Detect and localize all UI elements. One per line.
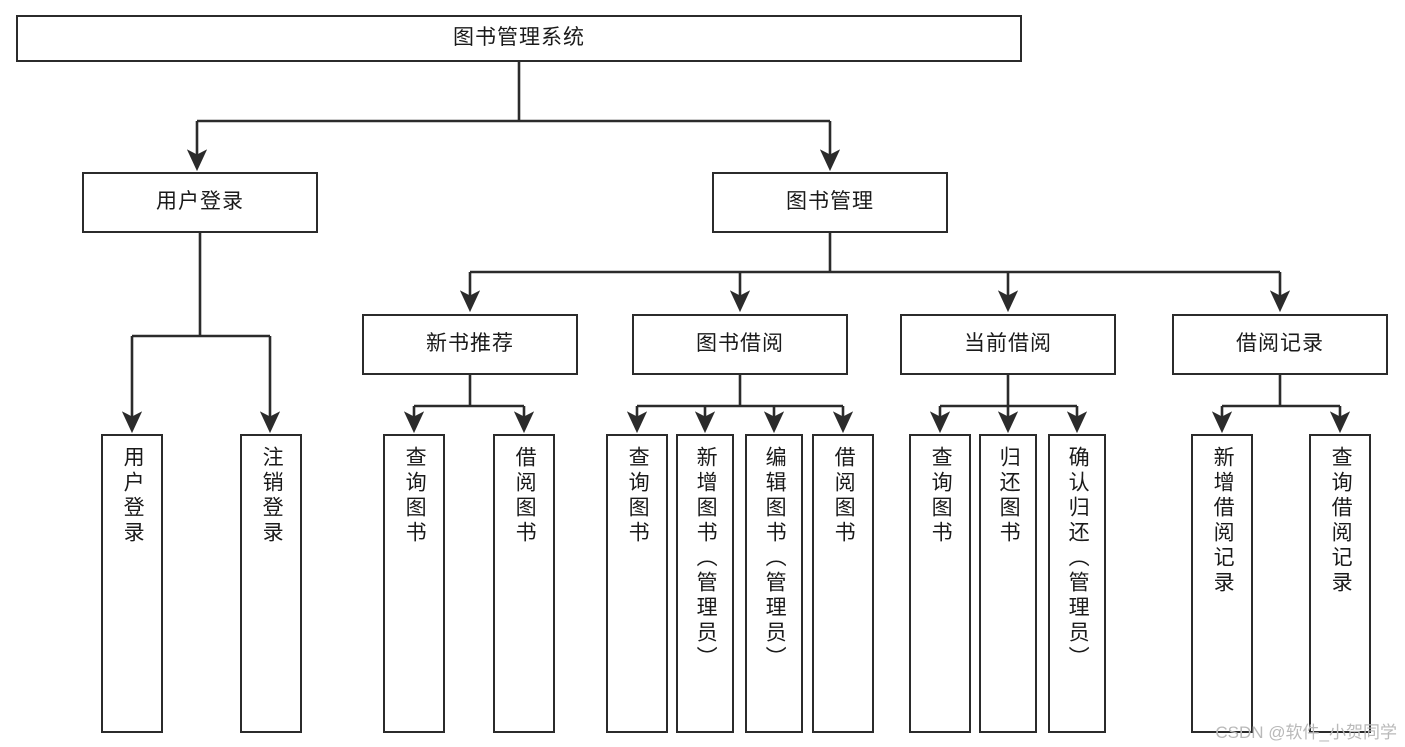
node-leaf-add-book-label: 新增图书（管理员） (694, 446, 718, 671)
node-current-borrow-label: 当前借阅 (964, 332, 1052, 356)
node-leaf-query-record[interactable]: 查询借阅记录 (1309, 434, 1371, 733)
node-current-borrow[interactable]: 当前借阅 (900, 314, 1116, 375)
node-book-borrow[interactable]: 图书借阅 (632, 314, 848, 375)
node-leaf-logout-login[interactable]: 注销登录 (240, 434, 302, 733)
node-user-login[interactable]: 用户登录 (82, 172, 318, 233)
node-leaf-logout-login-label: 注销登录 (260, 446, 284, 546)
node-root-label: 图书管理系统 (453, 26, 585, 50)
node-leaf-add-record-label: 新增借阅记录 (1211, 446, 1235, 596)
node-leaf-edit-book-label: 编辑图书（管理员） (763, 446, 787, 671)
csdn-watermark: CSDN @软件_小贺同学 (1215, 723, 1397, 742)
node-leaf-query-book-1-label: 查询图书 (403, 446, 427, 546)
node-root[interactable]: 图书管理系统 (16, 15, 1022, 62)
node-book-manage-label: 图书管理 (786, 190, 874, 214)
node-leaf-query-record-label: 查询借阅记录 (1329, 446, 1353, 596)
node-new-book-recommend[interactable]: 新书推荐 (362, 314, 578, 375)
node-leaf-borrow-book-2-label: 借阅图书 (832, 446, 856, 546)
node-book-borrow-label: 图书借阅 (696, 332, 784, 356)
node-borrow-record[interactable]: 借阅记录 (1172, 314, 1388, 375)
node-leaf-query-book-2[interactable]: 查询图书 (606, 434, 668, 733)
node-leaf-user-login[interactable]: 用户登录 (101, 434, 163, 733)
node-leaf-edit-book[interactable]: 编辑图书（管理员） (745, 434, 803, 733)
node-leaf-borrow-book-1[interactable]: 借阅图书 (493, 434, 555, 733)
node-new-book-recommend-label: 新书推荐 (426, 332, 514, 356)
node-user-login-label: 用户登录 (156, 190, 244, 214)
node-leaf-query-book-3-label: 查询图书 (929, 446, 953, 546)
node-leaf-borrow-book-2[interactable]: 借阅图书 (812, 434, 874, 733)
node-leaf-confirm-return[interactable]: 确认归还（管理员） (1048, 434, 1106, 733)
node-leaf-return-book[interactable]: 归还图书 (979, 434, 1037, 733)
node-leaf-add-book[interactable]: 新增图书（管理员） (676, 434, 734, 733)
node-leaf-query-book-3[interactable]: 查询图书 (909, 434, 971, 733)
node-leaf-add-record[interactable]: 新增借阅记录 (1191, 434, 1253, 733)
node-leaf-confirm-return-label: 确认归还（管理员） (1066, 446, 1090, 671)
node-leaf-return-book-label: 归还图书 (997, 446, 1021, 546)
node-leaf-query-book-1[interactable]: 查询图书 (383, 434, 445, 733)
node-borrow-record-label: 借阅记录 (1236, 332, 1324, 356)
node-leaf-query-book-2-label: 查询图书 (626, 446, 650, 546)
node-leaf-user-login-label: 用户登录 (121, 446, 145, 546)
node-book-manage[interactable]: 图书管理 (712, 172, 948, 233)
node-leaf-borrow-book-1-label: 借阅图书 (513, 446, 537, 546)
